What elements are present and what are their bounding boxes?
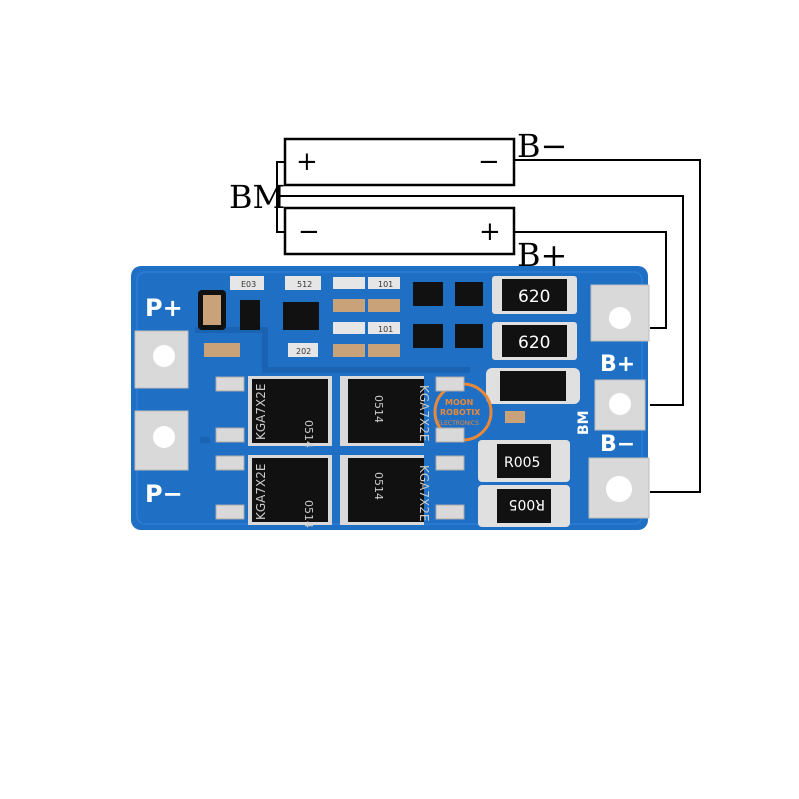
resistor-r005-top: R005 (478, 440, 570, 482)
pad-b-minus-hole (606, 476, 632, 502)
mosfet-4: KGA7X2E 0514 (340, 455, 431, 525)
mosfet-1-part: KGA7X2E (254, 384, 268, 440)
pad-p-minus-hole (153, 426, 175, 448)
resistor-r005-bottom: R005 (478, 485, 570, 527)
battery-bottom-positive: + (479, 217, 501, 247)
mosfet-2-code: 0514 (372, 395, 385, 423)
mosfet-1-code: 0514 (302, 420, 315, 448)
mosfet-3: KGA7X2E 0514 (248, 455, 332, 528)
watermark-line-3: ELECTRONICS (437, 420, 479, 427)
silk-bm: BM (576, 410, 592, 435)
silk-b-minus: B− (600, 432, 635, 457)
label-b-minus: B− (517, 127, 567, 165)
silk-p-plus: P+ (145, 294, 183, 322)
mosfet-3-code: 0514 (302, 500, 315, 528)
b-minus-wire (514, 159, 701, 493)
smd-code: E03 (241, 280, 256, 289)
b-plus-wire (514, 231, 667, 329)
label-bm: BM (229, 178, 285, 216)
watermark-line-1: MOON (445, 398, 473, 407)
mosfet-leads (215, 376, 465, 520)
pad-b-plus-top-hole (609, 307, 631, 329)
silk-p-minus: P− (145, 480, 183, 508)
battery-wiring-diagram (276, 137, 701, 493)
resistor-620-bottom-code: 620 (518, 333, 550, 353)
sot-ics (240, 282, 483, 348)
silk-b-plus: B+ (600, 352, 635, 377)
mosfet-3-part: KGA7X2E (254, 464, 268, 520)
mosfet-4-part: KGA7X2E (417, 465, 431, 521)
resistor-620-top-code: 620 (518, 287, 550, 307)
smd-code: 101 (378, 325, 393, 334)
smd-code: 512 (297, 280, 312, 289)
bm-wire (277, 195, 684, 406)
smd-code: 101 (378, 280, 393, 289)
resistor-r005-bottom-code: R005 (509, 496, 545, 512)
smd-small-components: E03 512 101 202 101 (198, 276, 400, 357)
mosfet-1: KGA7X2E 0514 (248, 376, 332, 448)
resistor-620-top: 620 (492, 276, 577, 314)
pad-bm-hole (609, 393, 631, 415)
mosfet-2: KGA7X2E 0514 (340, 376, 431, 446)
mosfet-2-part: KGA7X2E (417, 385, 431, 441)
resistor-620-bottom: 620 (492, 322, 577, 360)
pcb-board: P+ P− B+ B− BM E03 512 101 202 101 (131, 266, 650, 530)
battery-top-positive: + (296, 147, 318, 177)
pad-p-plus (134, 330, 189, 389)
watermark-line-2: ROBOTIX (440, 408, 481, 417)
mosfet-4-code: 0514 (372, 472, 385, 500)
smd-code: 202 (296, 347, 311, 356)
battery-top-negative: − (478, 147, 500, 177)
resistor-r005-top-code: R005 (504, 455, 540, 471)
pad-p-plus-hole (153, 345, 175, 367)
battery-bottom-negative: − (298, 217, 320, 247)
